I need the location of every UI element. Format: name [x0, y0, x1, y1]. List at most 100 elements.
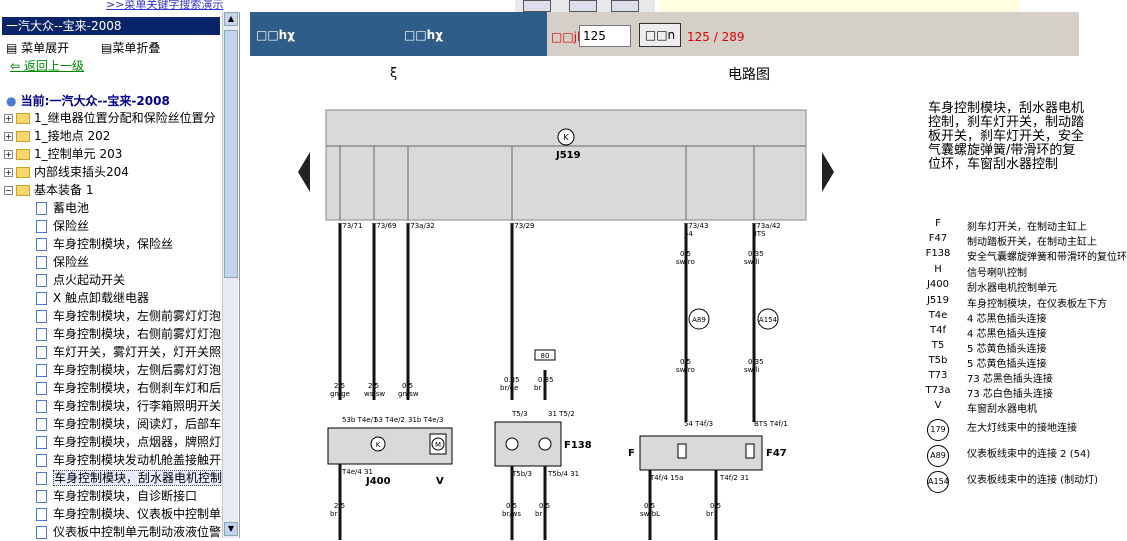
- tree-item-label: 车身控制模块，点烟器，牌照灯: [53, 435, 222, 449]
- tree-item[interactable]: +1_接地点 202: [4, 127, 226, 145]
- folder-icon: [16, 113, 30, 124]
- wire-color: br/ge: [500, 384, 518, 392]
- tree-item[interactable]: 车身控制模块，左侧后雾灯灯泡: [4, 361, 226, 379]
- legend-code: A89: [927, 445, 949, 467]
- scrollbar-thumb[interactable]: [224, 30, 238, 278]
- document-icon: [36, 418, 47, 431]
- tree-item[interactable]: 保险丝: [4, 253, 226, 271]
- tree-item[interactable]: 车身控制模块，阅读灯，后部车内: [4, 415, 233, 433]
- legend-code: T4e: [928, 310, 948, 321]
- back-link-label: 返回上一级: [23, 59, 84, 73]
- tree-item-label: 车身控制模块，行李箱照明开关: [53, 399, 222, 413]
- toolbar-button-2[interactable]: [569, 0, 597, 12]
- tree-item-label: 点火起动开关: [53, 273, 126, 287]
- expand-icon[interactable]: +: [4, 150, 13, 159]
- legend-code: 179: [927, 419, 949, 441]
- prev-page-arrow-icon[interactable]: [298, 152, 310, 192]
- f47-pin-1: 54 T4f/3: [684, 420, 713, 428]
- tree-item-label: 车身控制模块发动机舱盖接触开关: [53, 453, 234, 467]
- tree-item[interactable]: 车身控制模块，刮水器电机控制: [4, 469, 226, 487]
- expand-menu-button[interactable]: ▤ 菜单展开: [6, 41, 70, 55]
- legend-description: 73 芯白色插头连接: [967, 389, 1053, 400]
- tree-item[interactable]: X 触点卸载继电器: [4, 289, 226, 307]
- tree-item-label: 1_接地点 202: [34, 129, 111, 143]
- tree-item-label: 车身控制模块，左侧后雾灯灯泡: [53, 363, 222, 377]
- tree-item-label: 蓄电池: [53, 201, 90, 215]
- bottom-wire-size: 0.5: [539, 502, 550, 510]
- top-banner: [660, 0, 1020, 12]
- toolbar-button-1[interactable]: [523, 0, 551, 12]
- expand-menu-label: 菜单展开: [21, 41, 70, 55]
- collapse-menu-button[interactable]: ▤菜单折叠: [101, 41, 161, 55]
- tree-item[interactable]: 车身控制模块发动机舱盖接触开关: [4, 451, 233, 469]
- header-label-2: □□hχ: [404, 28, 443, 42]
- legend-code: V: [934, 400, 942, 411]
- top-search-demo-link[interactable]: >>菜单关键字搜索演示: [106, 0, 224, 11]
- tree-item[interactable]: −基本装备 1: [4, 181, 226, 199]
- scroll-up-icon[interactable]: ▲: [224, 12, 238, 26]
- document-icon: [36, 382, 47, 395]
- legend-code: J400: [926, 279, 950, 290]
- connector-a89: [688, 308, 710, 330]
- page-number-input[interactable]: [579, 25, 631, 47]
- document-icon: [36, 256, 47, 269]
- go-button[interactable]: □□n: [639, 23, 681, 47]
- legend-code: F: [935, 218, 941, 229]
- f138-pin-2: 31 T5/2: [548, 410, 575, 418]
- wire-color: ws/sw: [364, 390, 385, 398]
- document-icon: [36, 490, 47, 503]
- next-page-arrow-icon[interactable]: [822, 152, 834, 192]
- tree-item[interactable]: +内部线束插头204: [4, 163, 226, 181]
- pin-label: T73/43: [683, 222, 708, 230]
- header-right-area: [907, 12, 1079, 56]
- tree-item[interactable]: 车身控制模块，自诊断接口: [4, 487, 226, 505]
- expand-icon[interactable]: +: [4, 168, 13, 177]
- legend-description: 左大灯线束中的接地连接: [967, 423, 1077, 434]
- tree-item[interactable]: 车灯开关，雾灯开关，灯开关照明: [4, 343, 233, 361]
- tree-item[interactable]: 蓄电池: [4, 199, 226, 217]
- tree-item-label: 车身控制模块，右侧前雾灯灯泡: [53, 327, 222, 341]
- expand-icon[interactable]: +: [4, 114, 13, 123]
- tree-item[interactable]: +1_控制单元 203: [4, 145, 226, 163]
- back-arrow-icon: ⇦: [10, 59, 21, 73]
- bottom-wire-color: sw/bL: [640, 510, 660, 518]
- content-left-symbol: ξ: [390, 66, 398, 81]
- legend-description: 73 芯黑色插头连接: [967, 374, 1053, 385]
- legend-description: 5 芯黄色插头连接: [967, 359, 1047, 370]
- toolbar-button-3[interactable]: [611, 0, 639, 12]
- tree-item[interactable]: +1_继电器位置分配和保险丝位置分: [4, 109, 226, 127]
- svg-text:M: M: [435, 441, 441, 449]
- box-80-label: 80: [541, 352, 550, 360]
- scroll-down-icon[interactable]: ▼: [224, 522, 238, 536]
- pin-signal: 54: [684, 230, 693, 238]
- expand-icon[interactable]: +: [4, 132, 13, 141]
- current-location: ● 当前:一汽大众--宝来-2008: [6, 92, 170, 109]
- motor-v-label: V: [436, 476, 444, 487]
- tree-item[interactable]: 车身控制模块，右侧刹车灯和后: [4, 379, 226, 397]
- document-icon: [36, 364, 47, 377]
- collapse-icon[interactable]: −: [4, 186, 13, 195]
- sidebar-title[interactable]: 一汽大众--宝来-2008: [2, 17, 220, 35]
- document-icon: [36, 238, 47, 251]
- wire-color: sw/ro: [676, 258, 695, 266]
- tree-item[interactable]: 车身控制模块，左侧前雾灯灯泡: [4, 307, 226, 325]
- tree-item[interactable]: 点火起动开关: [4, 271, 226, 289]
- legend-description: 4 芯黑色插头连接: [967, 314, 1047, 325]
- wire-size: 0.5: [680, 250, 691, 258]
- document-icon: [36, 508, 47, 521]
- legend-code: T5: [931, 340, 945, 351]
- tree-item[interactable]: 车身控制模块、仪表板中控制单元: [4, 505, 233, 523]
- legend-code: F138: [925, 248, 951, 259]
- tree-item[interactable]: 车身控制模块，行李箱照明开关: [4, 397, 226, 415]
- folder-icon: [16, 131, 30, 142]
- back-link[interactable]: ⇦ 返回上一级: [10, 57, 84, 74]
- tree-item[interactable]: 保险丝: [4, 217, 226, 235]
- tree-item[interactable]: 车身控制模块，点烟器，牌照灯: [4, 433, 226, 451]
- f-label: F: [628, 448, 635, 459]
- sidebar-scrollbar[interactable]: ▲ ▼: [222, 12, 238, 538]
- tree-item-label: 车灯开关，雾灯开关，灯开关照明: [53, 345, 234, 359]
- tree-item[interactable]: 车身控制模块，右侧前雾灯灯泡: [4, 325, 226, 343]
- legend-code: F47: [928, 233, 948, 244]
- tree-item[interactable]: 车身控制模块，保险丝: [4, 235, 226, 253]
- tree-item[interactable]: 仪表板中控制单元制动液液位警: [4, 523, 226, 541]
